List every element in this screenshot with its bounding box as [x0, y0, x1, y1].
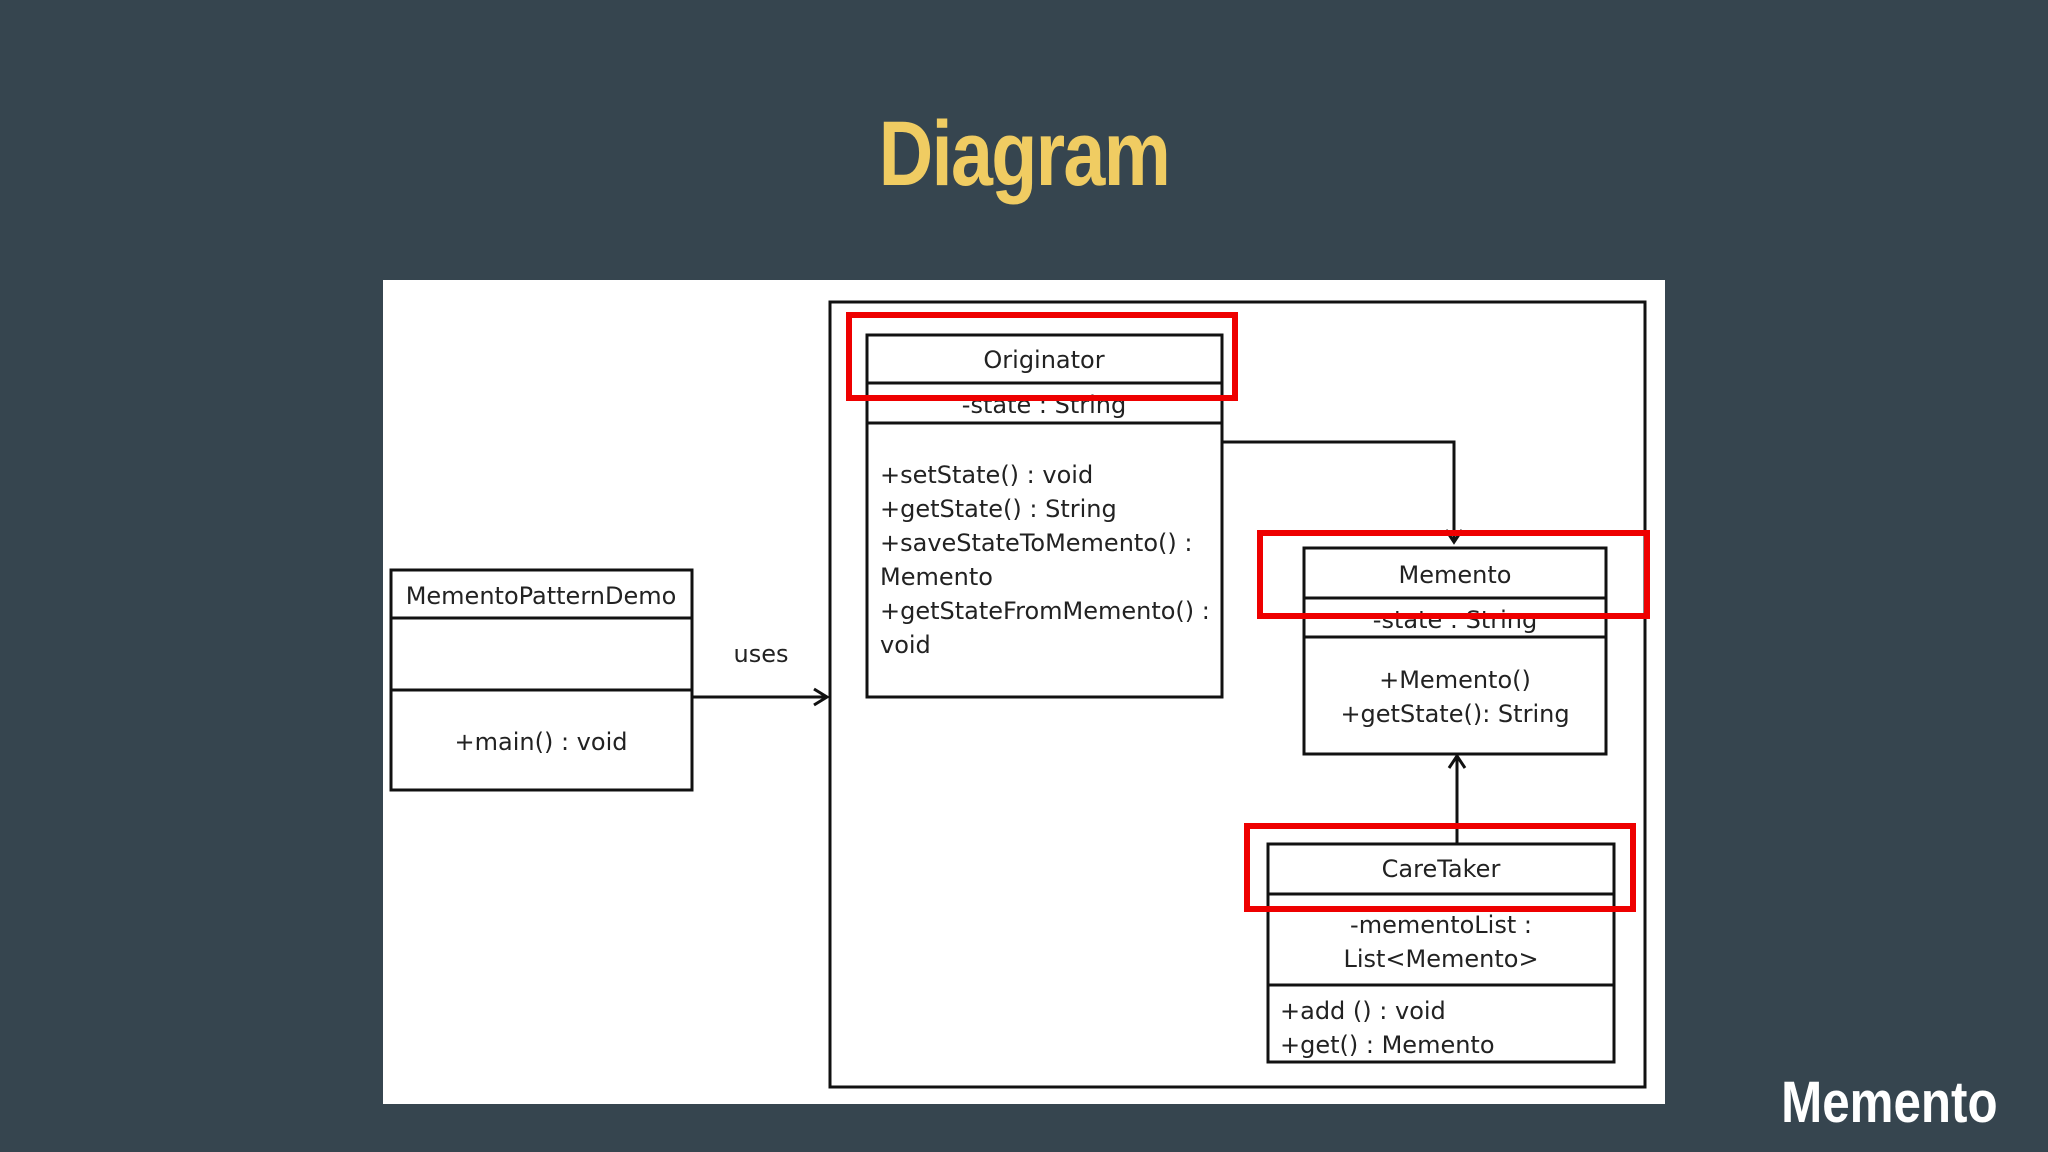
caretaker-class-name: CareTaker [1382, 855, 1501, 883]
uml-diagram-svg: MementoPatternDemo +main() : void uses O… [389, 300, 1650, 1089]
slide-title: Diagram [878, 103, 1171, 205]
memento-method-constructor: +Memento() [1379, 666, 1531, 694]
demo-class-name: MementoPatternDemo [406, 582, 677, 610]
demo-method-main: +main() : void [455, 728, 628, 756]
originator-memento-connector [1222, 440, 1456, 542]
class-memento: Memento -state : String +Memento() +getS… [1302, 546, 1608, 756]
memento-method-getstate: +getState(): String [1340, 700, 1569, 728]
caretaker-attr-list: -mementoList : [1350, 911, 1532, 939]
originator-class-name: Originator [983, 346, 1104, 374]
caretaker-method-get: +get() : Memento [1280, 1031, 1495, 1059]
caretaker-attr-list-cont: List<Memento> [1343, 945, 1538, 973]
package-frame [828, 300, 1647, 1089]
uses-label: uses [734, 640, 789, 668]
footer-label: Memento [1781, 1070, 1998, 1135]
highlight-memento [1257, 530, 1650, 619]
caretaker-memento-arrowhead [1447, 753, 1467, 769]
uml-diagram: MementoPatternDemo +main() : void uses O… [383, 280, 1665, 1104]
originator-method-4-cont: void [880, 631, 931, 659]
originator-method-1: +setState() : void [880, 461, 1093, 489]
memento-attr-state: -state : String [1373, 606, 1537, 634]
caretaker-method-add: +add () : void [1280, 997, 1446, 1025]
highlight-originator [846, 312, 1238, 401]
originator-method-2: +getState() : String [880, 495, 1117, 523]
uses-arrowhead [813, 687, 830, 707]
originator-method-3: +saveStateToMemento() : [880, 529, 1192, 557]
memento-class-name: Memento [1399, 561, 1512, 589]
class-memento-pattern-demo: MementoPatternDemo +main() : void [389, 568, 694, 792]
highlight-caretaker [1244, 823, 1636, 912]
originator-method-4: +getStateFromMemento() : [880, 597, 1210, 625]
class-caretaker: CareTaker -mementoList : List<Memento> +… [1266, 842, 1616, 1064]
originator-method-3-cont: Memento [880, 563, 993, 591]
class-originator: Originator -state : String +setState() :… [865, 333, 1224, 699]
